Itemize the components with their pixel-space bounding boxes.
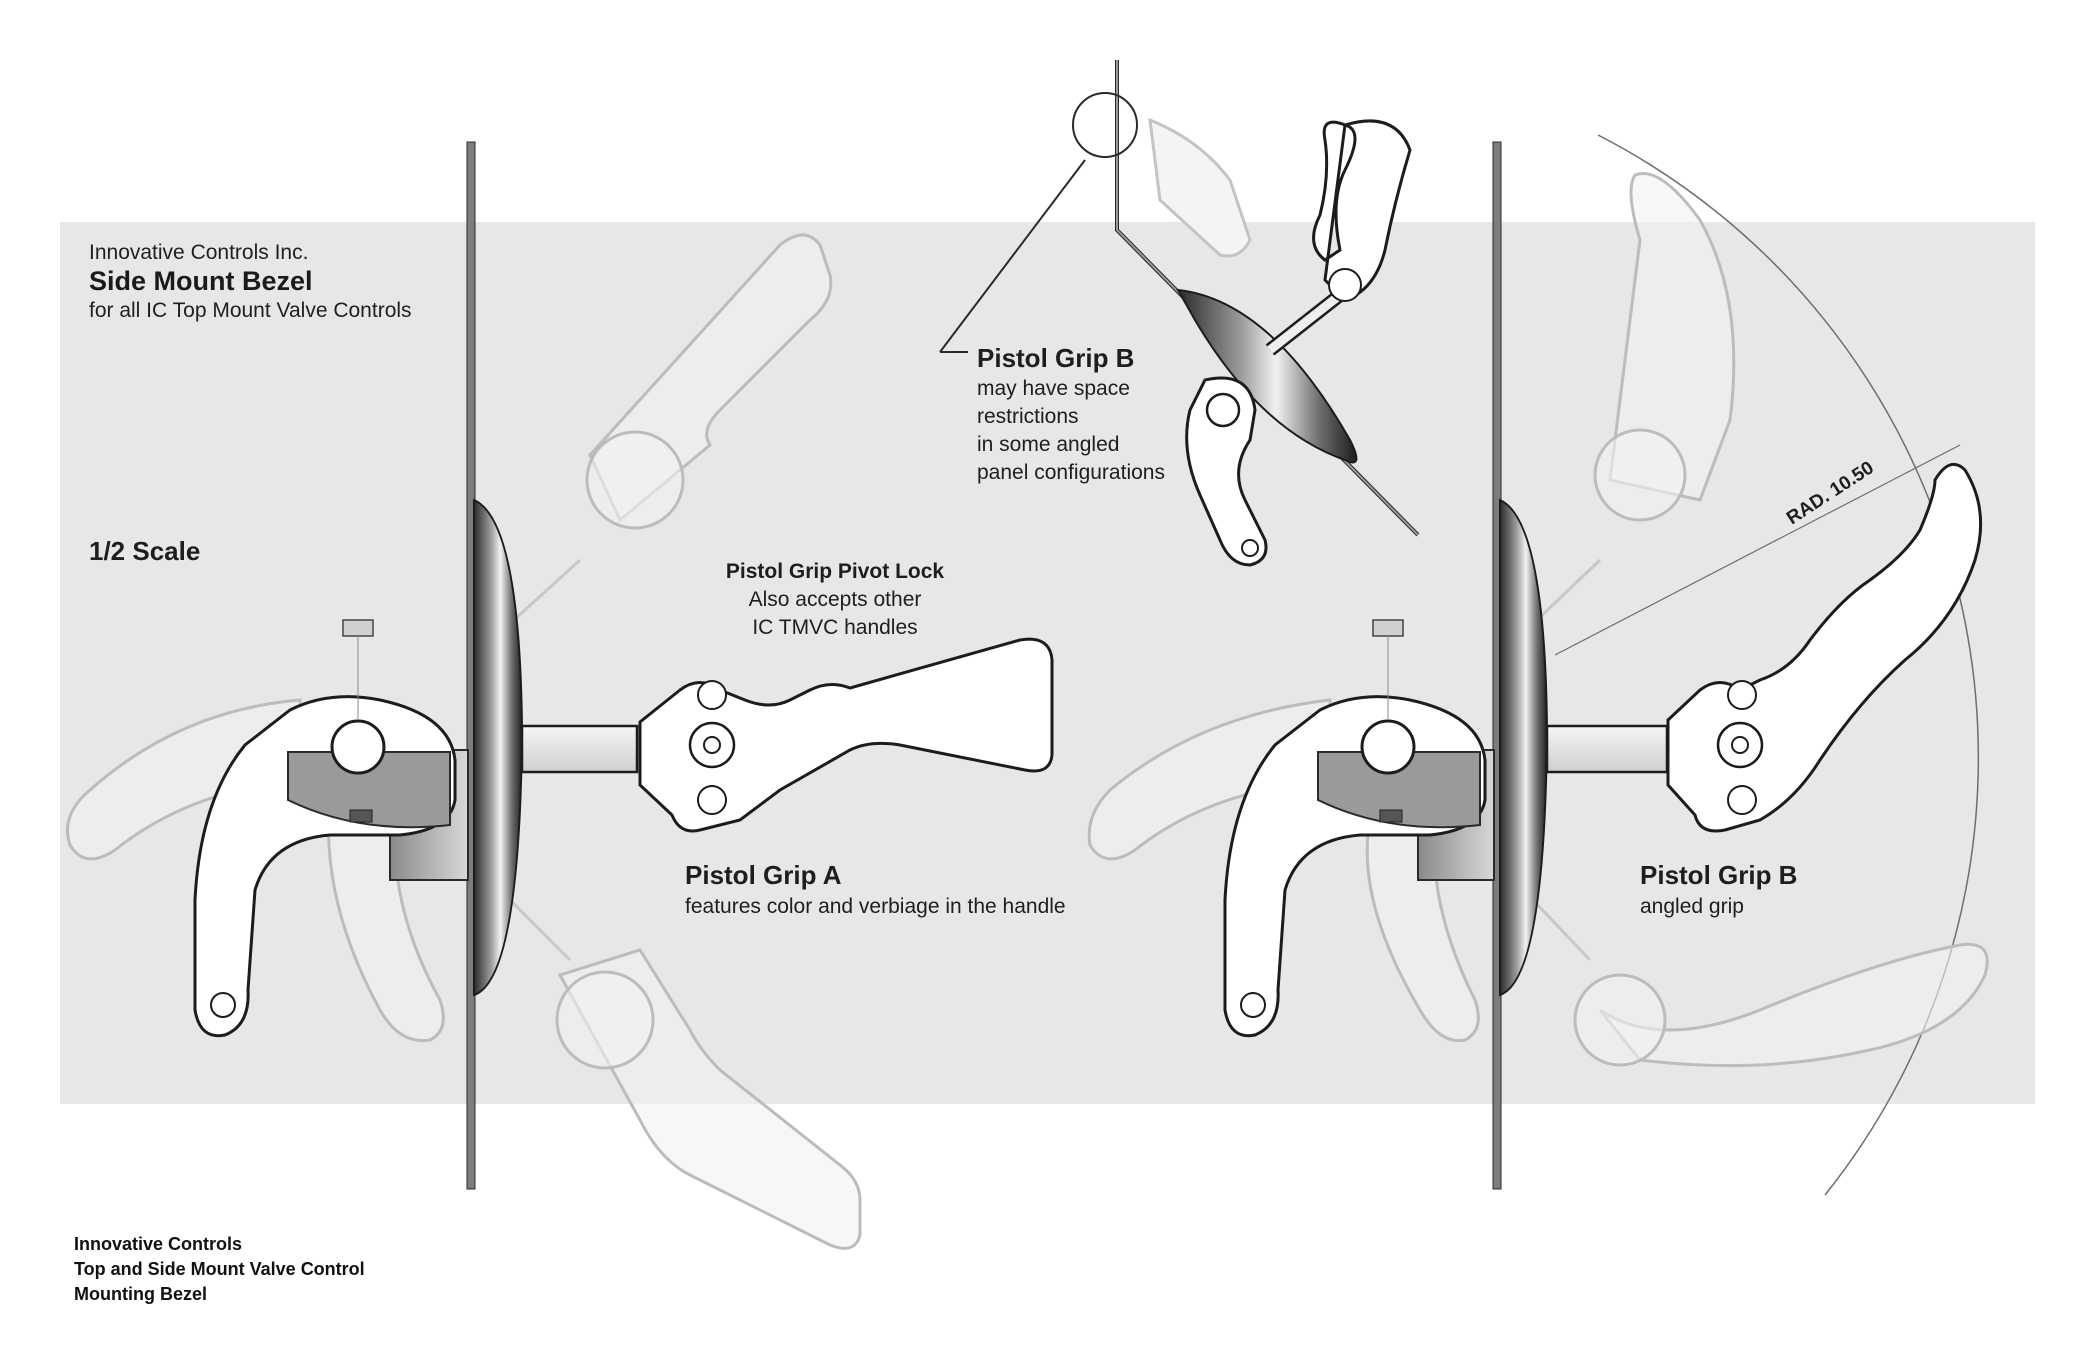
ghost-grip-b-upper — [1608, 172, 1736, 502]
ghost-grip-top — [1148, 117, 1252, 258]
hub-cup-left — [287, 751, 451, 829]
detail-circle — [1072, 92, 1138, 158]
shaft-right — [1545, 724, 1669, 774]
grip-b-right-title: Pistol Grip B — [1640, 860, 1798, 890]
pistol-grip-a — [638, 637, 1054, 833]
product-title: Side Mount Bezel — [89, 266, 313, 296]
pivot-lock-knob-right — [1360, 719, 1416, 775]
grip-b-right-desc: angled grip — [1640, 895, 1744, 918]
footer-line2: Top and Side Mount Valve Control — [74, 1259, 365, 1279]
grip-a-desc: features color and verbiage in the handl… — [685, 895, 1066, 918]
ghost-lever-left — [66, 698, 302, 861]
pivot-lock-line2: IC TMVC handles — [752, 616, 918, 639]
pivot-lock-knob-left — [330, 719, 386, 775]
grip-b-top-line: in some angled — [977, 433, 1120, 456]
grip-b-top-line: may have space — [977, 377, 1130, 400]
pivot-lock-line1: Also accepts other — [748, 588, 922, 611]
hub-cup-right — [1317, 751, 1481, 829]
company-name: Innovative Controls Inc. — [89, 241, 309, 264]
ghost-lever-down — [327, 798, 445, 1043]
grip-b-top-line: panel configurations — [977, 461, 1165, 484]
shaft-left — [520, 724, 639, 774]
footer-line1: Innovative Controls — [74, 1234, 243, 1254]
grip-a-title: Pistol Grip A — [685, 860, 842, 890]
pistol-grip-b-top — [1312, 119, 1412, 302]
right-assembly — [1087, 141, 1989, 1190]
left-assembly — [66, 141, 1054, 1250]
lever-handle-top — [1185, 376, 1268, 567]
pivot-lock-knob-top — [1205, 392, 1241, 428]
set-screw-bottom-left — [349, 809, 373, 823]
set-screw-top-right — [1372, 619, 1404, 637]
pivot-lock-callout: Pistol Grip Pivot Lock Also accepts othe… — [700, 558, 970, 642]
pivot-lock-title: Pistol Grip Pivot Lock — [725, 560, 945, 583]
grip-b-top-title: Pistol Grip B — [977, 343, 1135, 373]
set-screw-top-left — [342, 619, 374, 637]
grip-b-top-line: restrictions — [977, 405, 1079, 428]
footer-caption: Innovative Controls Top and Side Mount V… — [74, 1232, 365, 1307]
radius-leader — [1554, 444, 1961, 656]
ghost-grip-b-lower — [1598, 942, 1989, 1068]
product-subtitle: for all IC Top Mount Valve Controls — [89, 299, 412, 322]
set-screw-bottom-right — [1379, 809, 1403, 823]
ghost-lever-right-down — [1365, 818, 1480, 1043]
scale-label: 1/2 Scale — [89, 536, 201, 566]
top-angled-assembly — [939, 60, 1420, 567]
footer-line3: Mounting Bezel — [74, 1284, 207, 1304]
ghost-lever-right — [1087, 698, 1332, 861]
grip-b-top-note: may have space restrictions in some angl… — [977, 375, 1165, 487]
